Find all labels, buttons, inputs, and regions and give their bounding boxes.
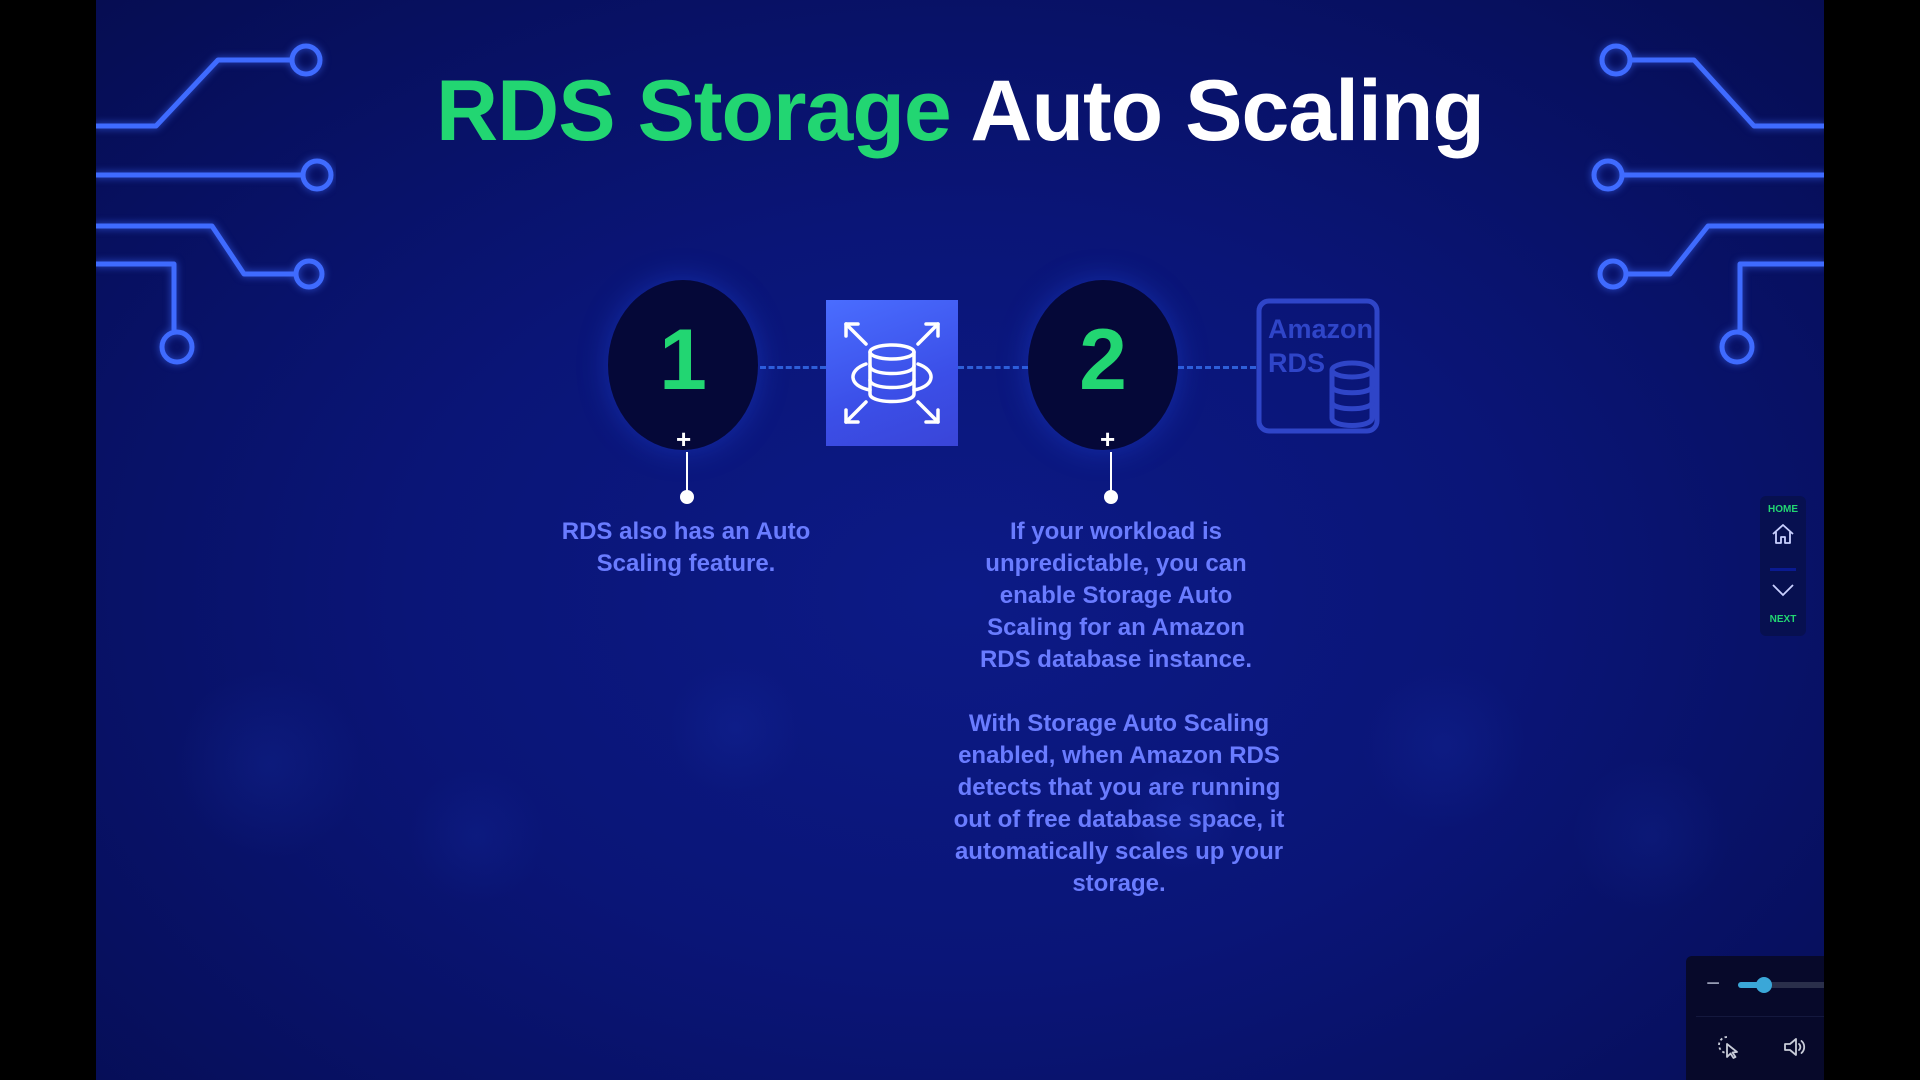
step-1-circle: 1 — [608, 280, 758, 450]
step-1-expand-icon[interactable]: + — [676, 424, 692, 454]
connector-1-icon — [760, 366, 826, 369]
step-2-circle: 2 — [1028, 280, 1178, 450]
rds-logo-line1: Amazon — [1268, 314, 1373, 344]
step-1-stem — [686, 452, 688, 494]
slide: RDS Storage Auto Scaling 1 + RDS also ha… — [96, 0, 1824, 1080]
step-2-dot — [1104, 490, 1118, 504]
nav-divider — [1770, 568, 1796, 571]
zoom-slider-handle[interactable] — [1756, 977, 1773, 993]
home-label[interactable]: HOME — [1768, 504, 1798, 515]
title-white-part: Auto Scaling — [970, 63, 1485, 159]
step-1-number: 1 — [659, 311, 707, 408]
step-1-paragraph: RDS also has an Auto Scaling feature. — [561, 518, 811, 577]
player-separator — [1696, 1016, 1824, 1017]
zoom-slider-fill — [1738, 982, 1765, 988]
zoom-slider[interactable] — [1738, 977, 1824, 993]
step-2-paragraph-1: If your workload is unpredictable, you c… — [979, 518, 1253, 673]
step-1-text: RDS also has an Auto Scaling feature. — [551, 516, 821, 580]
home-icon[interactable] — [1771, 522, 1795, 546]
circuit-decoration-right — [1591, 43, 1824, 365]
zoom-out-button[interactable]: − — [1706, 970, 1721, 997]
volume-icon — [1784, 1038, 1806, 1056]
circuit-decoration-left — [96, 43, 334, 365]
rds-logo-line2: RDS — [1268, 348, 1325, 378]
connector-icon-2 — [958, 366, 1028, 369]
step-2-text: If your workload is unpredictable, you c… — [951, 516, 1285, 900]
side-navigation: HOME NEXT — [1760, 496, 1806, 636]
player-controls: − + — [1686, 956, 1824, 1080]
database-auto-scaling-icon — [826, 300, 958, 446]
chevron-down-icon[interactable] — [1771, 582, 1795, 598]
volume-button[interactable] — [1780, 1032, 1810, 1062]
title-green-part: RDS Storage — [436, 63, 952, 159]
step-1-dot — [680, 490, 694, 504]
connector-2-rds — [1178, 366, 1256, 369]
pointer-click-icon — [1718, 1036, 1738, 1059]
step-2-expand-icon[interactable]: + — [1100, 424, 1116, 454]
step-2-stem — [1110, 452, 1112, 494]
pointer-click-button[interactable] — [1714, 1032, 1744, 1062]
next-label[interactable]: NEXT — [1769, 614, 1797, 625]
slide-title: RDS Storage Auto Scaling — [96, 62, 1824, 161]
step-2-paragraph-2: With Storage Auto Scaling enabled, when … — [953, 710, 1285, 897]
step-2-number: 2 — [1079, 311, 1127, 408]
amazon-rds-logo: Amazon RDS — [1256, 298, 1380, 434]
